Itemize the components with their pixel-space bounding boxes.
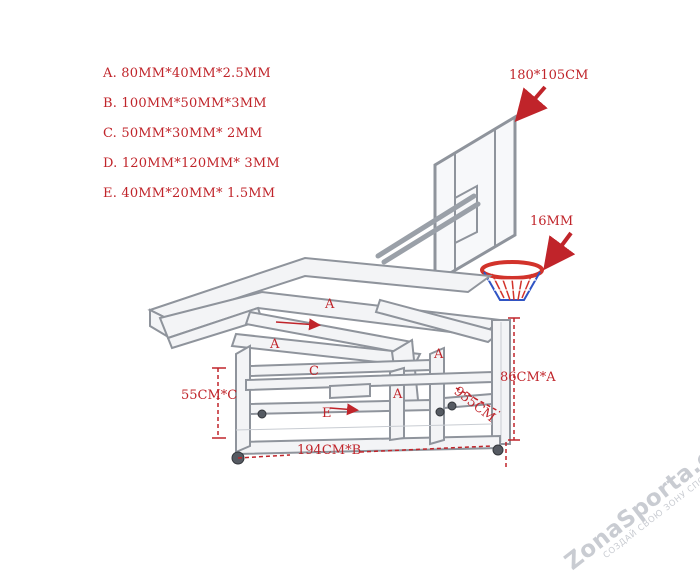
part-letter-a-left: A (269, 337, 280, 352)
part-letters: A A A A C E (269, 297, 444, 421)
backboard (433, 114, 517, 285)
linkage-arms (230, 298, 503, 412)
part-letter-e: E (322, 406, 332, 421)
height-c-label: 55CM*C (181, 388, 238, 403)
spec-c: C. 50MM*30MM* 2MM (103, 126, 263, 141)
spec-d: D. 120MM*120MM* 3MM (103, 156, 280, 171)
part-letter-a-right: A (433, 347, 444, 362)
spec-a: A. 80MM*40MM*2.5MM (103, 66, 271, 81)
part-letter-a-lower: A (392, 387, 403, 402)
spec-b: B. 100MM*50MM*3MM (103, 96, 267, 111)
part-letter-a-top: A (324, 297, 335, 312)
width-b-label: 194CM*B (297, 443, 362, 458)
spec-e: E. 40MM*20MM* 1.5MM (103, 186, 276, 201)
rim-and-net (480, 260, 544, 301)
backboard-size-label: 180*105CM (509, 68, 589, 83)
base-chassis (235, 344, 501, 456)
backboard-arms (375, 193, 481, 265)
dimension-lines (212, 85, 576, 468)
caster-wheels (231, 401, 504, 465)
height-a-label: 86CM*A (500, 370, 556, 385)
rim-diameter-label: 16MM (530, 214, 574, 229)
part-letter-c: C (309, 364, 319, 379)
